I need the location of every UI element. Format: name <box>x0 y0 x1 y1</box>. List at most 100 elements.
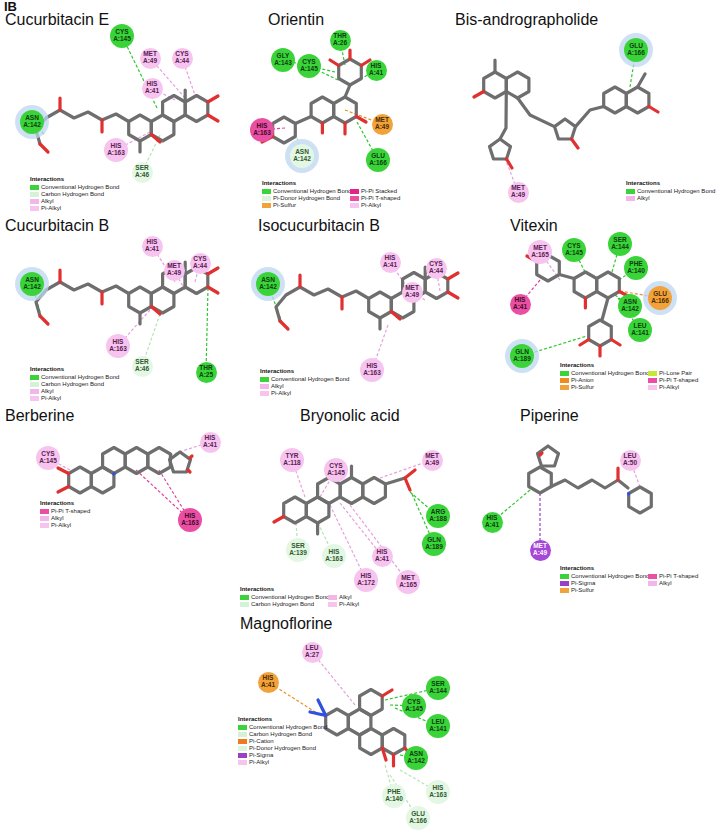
residue-label: SER A:46 <box>135 165 149 179</box>
legend-item: Pi-Donor Hydrogen Bond <box>238 745 316 752</box>
residue-circle: MET A:49 <box>372 114 393 135</box>
residue-label: ASN A:142 <box>23 115 41 129</box>
residue-circle: PHE A:140 <box>624 256 648 280</box>
legend-swatch <box>262 189 271 194</box>
legend-text: Alkyl <box>271 383 284 390</box>
legend-item: Conventional Hydrogen Bond <box>560 573 649 580</box>
residue-label: HIS A:41 <box>203 435 217 449</box>
legend-swatch <box>560 378 569 383</box>
residue-circle: CYS A:145 <box>562 238 586 262</box>
legend-item: Pi-Pi T-shaped <box>40 508 90 515</box>
legend-swatch <box>238 739 247 744</box>
cucurbitacin-e-ligand <box>36 90 218 152</box>
residue-circle: SER A:46 <box>132 356 153 377</box>
legend-swatch <box>238 746 247 751</box>
legend-item: Alkyl <box>260 383 284 390</box>
residue-label: LEU A:141 <box>631 323 649 337</box>
legend-text: Conventional Hydrogen Bond <box>637 188 715 195</box>
legend-text: Pi-Alkyl <box>249 759 269 766</box>
legend-text: Pi-Pi T-shaped <box>51 508 90 515</box>
residue-circle: MET A:165 <box>528 240 552 264</box>
residue-circle: TYR A:118 <box>280 448 304 472</box>
legend-item: Pi-Sigma <box>560 580 595 587</box>
residue-label: TYR A:118 <box>283 453 300 467</box>
legend-item: Pi-Alkyl <box>648 384 679 391</box>
legend-heading: Interactions <box>240 586 274 592</box>
legend-heading: Interactions <box>260 368 294 374</box>
interaction-lines <box>32 36 660 818</box>
residue-label: PHE A:140 <box>385 789 403 803</box>
legend-item: Conventional Hydrogen Bond <box>30 184 119 191</box>
legend-swatch <box>648 371 657 376</box>
legend-item: Alkyl <box>30 198 54 205</box>
legend-text: Alkyl <box>41 388 54 395</box>
legend-text: Carbon Hydrogen Bond <box>251 601 314 608</box>
legend-swatch <box>30 396 39 401</box>
residue-label: CYS A:44 <box>429 261 443 275</box>
legend-item: Pi-Alkyl <box>238 759 269 766</box>
legend-swatch <box>30 185 39 190</box>
residue-circle: GLU A:166 <box>366 148 390 172</box>
residue-circle: HIS A:172 <box>354 568 378 592</box>
residue-label: MET A:165 <box>531 245 549 259</box>
legend-item: Conventional Hydrogen Bond <box>262 188 351 195</box>
residue-label: MET A:49 <box>143 51 157 65</box>
legend-item: Pi-Sigma <box>238 752 273 759</box>
residue-label: GLY A:143 <box>274 53 292 67</box>
residue-circle: GLU A:166 <box>406 806 430 830</box>
residue-label: HIS A:41 <box>145 81 159 95</box>
legend-text: Alkyl <box>51 515 64 522</box>
residue-circle: MET A:49 <box>508 182 529 203</box>
residue-circle: HIS A:41 <box>142 236 163 257</box>
residue-label: SER A:139 <box>289 543 307 557</box>
legend-swatch <box>328 595 337 600</box>
residue-label: GLN A:189 <box>425 537 443 551</box>
residue-circle: HIS A:163 <box>178 508 202 532</box>
legend-item: Alkyl <box>328 594 352 601</box>
legend-heading: Interactions <box>262 180 296 186</box>
residue-label: MET A:49 <box>533 543 547 557</box>
legend-swatch <box>30 382 39 387</box>
legend-heading: Interactions <box>238 716 272 722</box>
residue-label: LEU A:50 <box>623 453 637 467</box>
legend-text: Carbon Hydrogen Bond <box>249 731 312 738</box>
legend-text: Pi-Donor Hydrogen Bond <box>273 195 340 202</box>
residue-label: CYS A:145 <box>405 699 423 713</box>
legend-heading: Interactions <box>560 362 594 368</box>
legend-swatch <box>240 595 249 600</box>
legend-swatch <box>30 389 39 394</box>
residue-label: ASN A:142 <box>259 277 277 291</box>
legend-swatch <box>260 384 269 389</box>
residue-label: HIS A:163 <box>107 143 125 157</box>
legend-heading: Interactions <box>30 176 64 182</box>
residue-circle: CYS A:145 <box>402 694 426 718</box>
legend-item: Conventional Hydrogen Bond <box>560 370 649 377</box>
legend-text: Alkyl <box>637 195 650 202</box>
residue-circle: MET A:49 <box>422 450 443 471</box>
residue-circle: CYS A:145 <box>297 54 321 78</box>
residue-circle: HIS A:41 <box>510 294 531 315</box>
berberine-ligand <box>58 448 192 494</box>
residue-circle: HIS A:41 <box>482 512 503 533</box>
residue-circle: GLU A:166 <box>648 286 672 310</box>
legend-item: Conventional Hydrogen Bond <box>30 374 119 381</box>
residue-label: HIS A:41 <box>375 549 389 563</box>
residue-label: CYS A:44 <box>175 51 189 65</box>
legend-text: Conventional Hydrogen Bond <box>251 594 329 601</box>
residue-circle: MET A:49 <box>402 282 423 303</box>
compound-name: Bryonolic acid <box>300 408 400 424</box>
residue-label: HIS A:163 <box>363 363 381 377</box>
residue-circle: HIS A:41 <box>258 672 279 693</box>
legend-text: Pi-Pi Stacked <box>361 188 397 195</box>
residue-circle: HIS A:163 <box>250 118 274 142</box>
legend-swatch <box>40 523 49 528</box>
residue-circle: ASN A:142 <box>20 110 44 134</box>
legend-text: Conventional Hydrogen Bond <box>41 374 119 381</box>
legend-item: Alkyl <box>626 195 650 202</box>
legend-swatch <box>626 196 635 201</box>
residue-label: LEU A:141 <box>429 719 447 733</box>
legend-item: Pi-Alkyl <box>260 390 291 397</box>
legend-swatch <box>40 509 49 514</box>
compound-name: Cucurbitacin B <box>5 218 109 234</box>
legend-item: Pi-Alkyl <box>328 601 359 608</box>
